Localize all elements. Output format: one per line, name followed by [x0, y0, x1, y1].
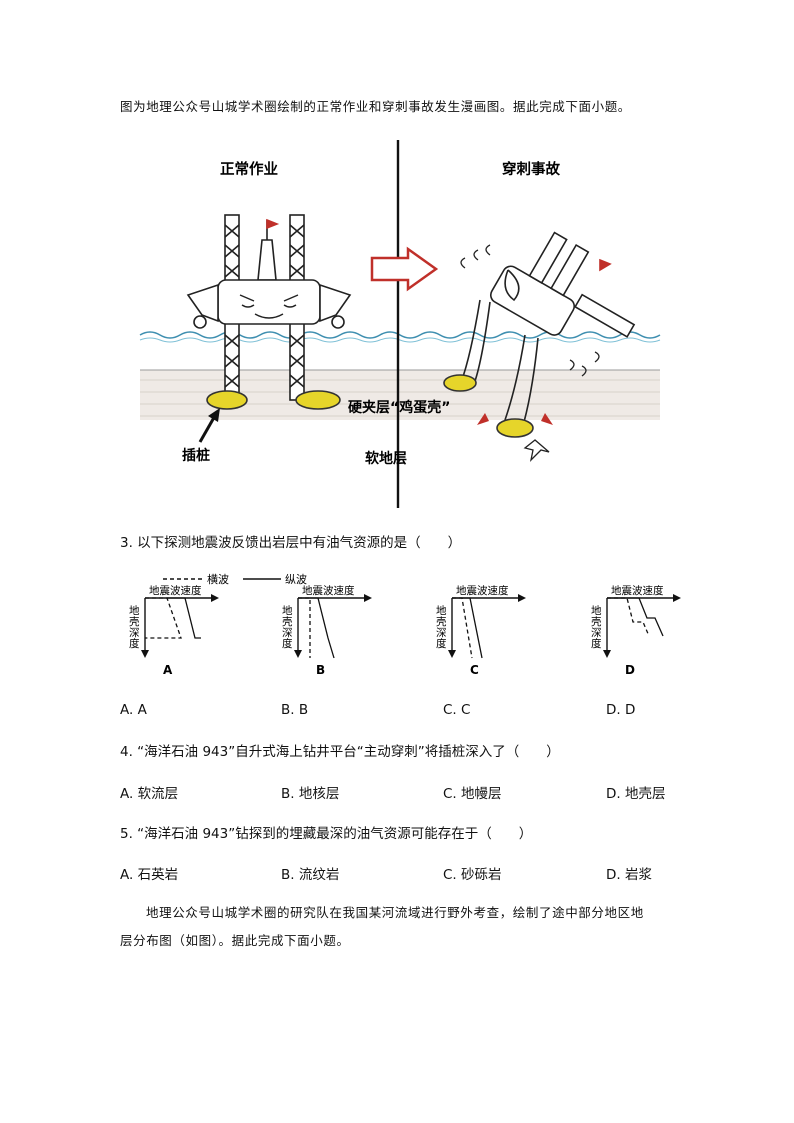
- normal-platform: [186, 214, 352, 410]
- label-pile: 插桩: [182, 447, 210, 464]
- panel-label: B: [316, 663, 325, 677]
- depth-axis-arrow: [141, 650, 149, 658]
- q3-option-a[interactable]: A. A: [120, 702, 147, 718]
- q5-option-c[interactable]: C. 砂砾岩: [443, 867, 502, 883]
- speed-axis-arrow: [673, 594, 681, 602]
- q4-option-d[interactable]: D. 地壳层: [606, 786, 666, 802]
- depth-axis-arrow: [448, 650, 456, 658]
- label-normal-operation: 正常作业: [220, 160, 278, 178]
- pwave-curve: [452, 597, 483, 659]
- axis-depth-char: 深: [282, 627, 293, 639]
- question-5: 5. “海洋石油 943”钻探到的埋藏最深的油气资源可能存在于（ ）: [120, 826, 533, 842]
- axis-speed-label: 地震波速度: [149, 584, 202, 597]
- q5-option-b[interactable]: B. 流纹岩: [281, 867, 340, 883]
- axis-depth-char: 地: [282, 604, 293, 617]
- depth-axis-arrow: [294, 650, 302, 658]
- pwave-curve: [298, 597, 335, 659]
- axis-depth-char: 壳: [591, 615, 602, 628]
- label-soft-layer: 软地层: [365, 450, 407, 467]
- swave-curve: [298, 597, 311, 658]
- axis-depth-char: 地: [436, 604, 447, 617]
- q3-option-b[interactable]: B. B: [281, 702, 309, 718]
- axis-depth-char: 壳: [436, 615, 447, 628]
- question-4: 4. “海洋石油 943”自升式海上钻井平台“主动穿刺”将插桩深入了（ ）: [120, 744, 560, 760]
- q4-option-c[interactable]: C. 地幔层: [443, 786, 502, 802]
- swave-curve: [452, 597, 473, 659]
- paragraph-line-1: 地理公众号山城学术圈的研究队在我国某河流域进行野外考查，绘制了途中部分地区地: [146, 905, 644, 920]
- axis-depth-char: 深: [129, 627, 140, 639]
- axis-depth-char: 度: [282, 637, 293, 650]
- panel-label: C: [470, 663, 479, 677]
- label-hard-layer: 硬夹层“鸡蛋壳”: [348, 399, 450, 416]
- q4-option-b[interactable]: B. 地核层: [281, 786, 340, 802]
- swave-curve: [145, 597, 182, 639]
- axis-depth-char: 地: [591, 604, 602, 617]
- axis-speed-label: 地震波速度: [456, 584, 509, 597]
- legend-swave: 横波: [207, 572, 229, 586]
- intro-text: 图为地理公众号山城学术圈绘制的正常作业和穿刺事故发生漫画图。据此完成下面小题。: [120, 99, 631, 114]
- axis-depth-char: 度: [436, 637, 447, 650]
- label-puncture-accident: 穿刺事故: [502, 160, 560, 178]
- sea-surface: [139, 331, 661, 339]
- question-3: 3. 以下探测地震波反馈出岩层中有油气资源的是（ ）: [120, 535, 462, 551]
- axis-depth-char: 壳: [129, 615, 140, 628]
- pwave-curve: [167, 597, 201, 639]
- pwave-curve: [607, 597, 664, 637]
- q4-option-a[interactable]: A. 软流层: [120, 786, 179, 802]
- axis-depth-char: 深: [591, 627, 602, 639]
- q5-option-a[interactable]: A. 石英岩: [120, 867, 179, 883]
- axis-depth-char: 度: [591, 637, 602, 650]
- depth-axis-arrow: [603, 650, 611, 658]
- speed-axis-arrow: [518, 594, 526, 602]
- axis-speed-label: 地震波速度: [611, 584, 664, 597]
- q3-option-d[interactable]: D. D: [606, 702, 636, 718]
- speed-axis-arrow: [211, 594, 219, 602]
- paragraph-line-2: 层分布图（如图）。据此完成下面小题。: [120, 933, 350, 948]
- accident-platform: [443, 231, 636, 438]
- arrow-icon: [370, 246, 439, 292]
- axis-depth-char: 度: [129, 637, 140, 650]
- motion-marks: [460, 244, 600, 462]
- panel-label: A: [163, 663, 173, 677]
- axis-depth-char: 壳: [282, 615, 293, 628]
- platform-cartoon-figure: 正常作业 穿刺事故 插桩: [139, 140, 661, 508]
- speed-axis-arrow: [364, 594, 372, 602]
- seismic-wave-diagrams: 横波 纵波 地震波速度地壳深度A地震波速度地壳深度B地震波速度地壳深度C地震波速…: [129, 572, 681, 677]
- axis-speed-label: 地震波速度: [302, 584, 355, 597]
- axis-depth-char: 地: [129, 604, 140, 617]
- legend-pwave: 纵波: [285, 573, 307, 586]
- crack-marks: [477, 413, 553, 425]
- q5-option-d[interactable]: D. 岩浆: [606, 867, 652, 883]
- swave-curve: [607, 597, 650, 637]
- axis-depth-char: 深: [436, 627, 447, 639]
- q3-option-c[interactable]: C. C: [443, 702, 471, 718]
- panel-label: D: [625, 663, 635, 677]
